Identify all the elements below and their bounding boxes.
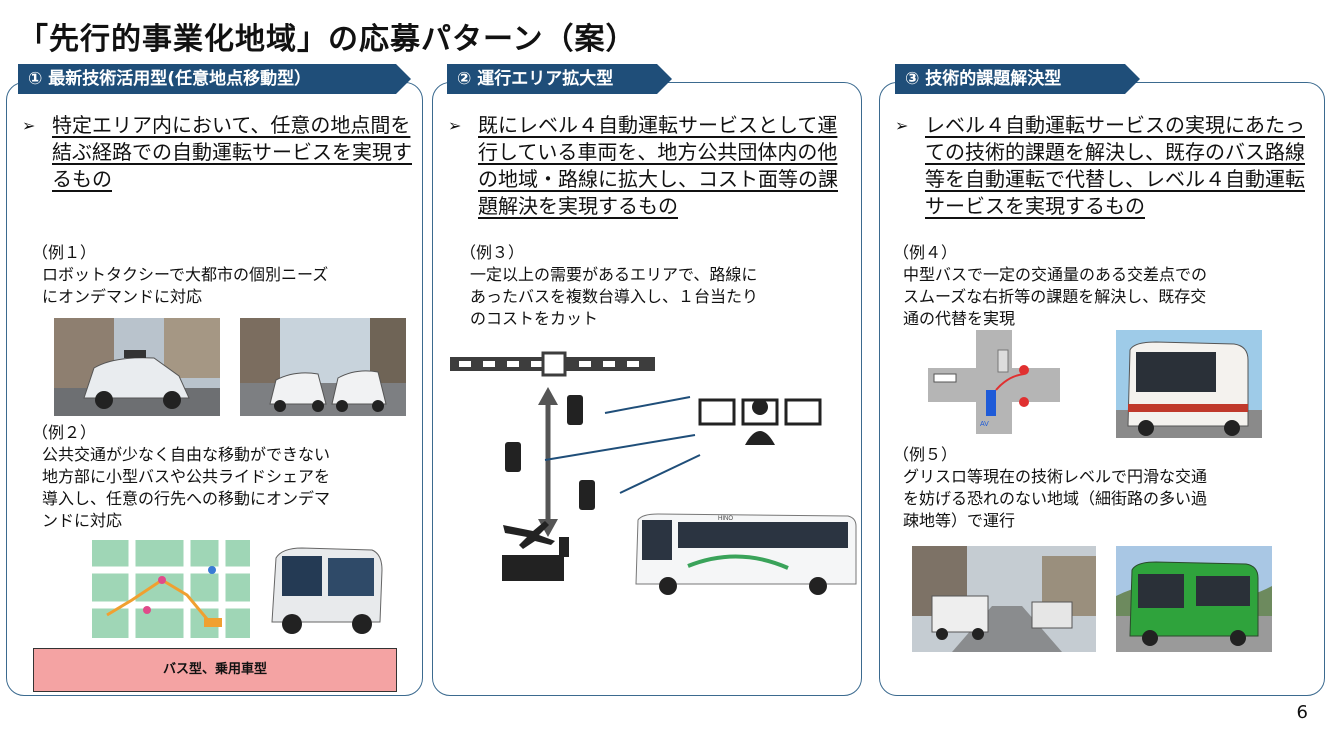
lead-text: 既にレベル４自動運転サービスとして運行している車両を、地方公共団体内の他の地域・… [478,113,838,218]
medium-bus-image [1116,330,1262,438]
narrow-street-photo [912,546,1096,652]
narrow-street-image [912,546,1096,652]
hino-bus-image: HINO [628,506,860,596]
arrow-bullet-icon: ➢ [448,116,462,135]
example-line: にオンデマンドに対応 [42,287,203,306]
lead-statement-3: ➢ レベル４自動運転サービスの実現にあたっての技術的課題を解決し、既存のバス路線… [895,112,1313,220]
example-label: （例１） [32,243,97,262]
map-image [92,540,250,638]
example-label: （例４） [893,243,958,262]
example-2: （例２） 公共交通が少なく自由な移動ができない 地方部に小型バスや公共ライドシェ… [32,422,330,532]
vehicle-type-badge: バス型、乗用車型 [33,648,397,692]
connection-lines [544,396,701,494]
example-line: 疎地等）で運行 [903,511,1016,530]
example-label: （例３） [460,243,525,262]
example-1: （例１） ロボットタクシーで大都市の個別ニーズ にオンデマンドに対応 [32,242,328,308]
example-line: 通の代替を実現 [903,309,1016,328]
tab-latest-tech: ① 最新技術活用型(任意地点移動型） [18,64,411,94]
airplane-icon [503,521,555,549]
lead-statement-1: ➢ 特定エリア内において、任意の地点間を結ぶ経路での自動運転サービスを実現するも… [22,112,412,193]
small-bus-image [262,540,390,638]
example-line: 一定以上の需要があるエリアで、路線に [470,265,758,284]
on-demand-map [92,540,250,638]
example-line: ロボットタクシーで大都市の個別ニーズ [42,265,329,284]
large-bus-photo: HINO [628,506,860,596]
av-label: AV [980,421,989,428]
example-line: を妨げる恐れのない地域（細街路の多い過 [903,489,1208,508]
example-line: 公共交通が少なく自由な移動ができない [42,445,331,464]
green-slow-mobility-photo [1116,546,1272,652]
robotaxi-image [54,318,220,416]
lead-statement-2: ➢ 既にレベル４自動運転サービスとして運行している車両を、地方公共団体内の他の地… [448,112,848,220]
area-expansion-diagram [450,351,822,581]
page-number: 6 [1296,702,1308,723]
example-line: ンドに対応 [42,511,123,530]
arrow-bullet-icon: ➢ [22,116,36,135]
intersection-image: AV [928,330,1060,434]
airport-building-icon [502,537,569,581]
route-line-icon [450,351,655,377]
example-line: 中型バスで一定の交通量のある交差点での [903,265,1208,284]
tab-area-expansion: ② 運行エリア拡大型 [447,64,672,94]
example-line: 地方部に小型バスや公共ライドシェアを [42,467,331,486]
example-label: （例５） [893,445,958,464]
example-3: （例３） 一定以上の需要があるエリアで、路線に あったバスを複数台導入し、１台当… [460,242,758,330]
robotaxi-photo-1 [54,318,220,416]
medium-bus-photo [1116,330,1262,438]
lead-text: レベル４自動運転サービスの実現にあたっての技術的課題を解決し、既存のバス路線等を… [925,113,1305,218]
tab-tech-solution: ③ 技術的課題解決型 [895,64,1140,94]
example-5: （例５） グリスロ等現在の技術レベルで円滑な交通 を妨げる恐れのない地域（細街路… [893,444,1207,532]
page-title: 「先行的事業化地域」の応募パターン（案） [18,22,637,57]
double-arrow-icon [538,387,558,537]
intersection-diagram: AV [928,330,1060,434]
example-label: （例２） [32,423,97,442]
robotaxi-street-image [240,318,406,416]
lead-text: 特定エリア内において、任意の地点間を結ぶ経路での自動運転サービスを実現するもの [52,113,412,191]
example-line: スムーズな右折等の課題を解決し、既存交 [903,287,1207,306]
example-line: 導入し、任意の行先への移動にオンデマ [42,489,331,508]
bus-icon [505,395,595,510]
control-center-icon [698,398,822,445]
bus-brand-label: HINO [718,516,733,522]
example-line: のコストをカット [470,309,599,328]
small-autonomous-bus-photo [262,540,390,638]
example-line: グリスロ等現在の技術レベルで円滑な交通 [903,467,1208,486]
robotaxi-photo-2 [240,318,406,416]
arrow-bullet-icon: ➢ [895,116,909,135]
green-vehicle-image [1116,546,1272,652]
example-line: あったバスを複数台導入し、１台当たり [470,287,759,306]
example-4: （例４） 中型バスで一定の交通量のある交差点での スムーズな右折等の課題を解決し… [893,242,1207,330]
